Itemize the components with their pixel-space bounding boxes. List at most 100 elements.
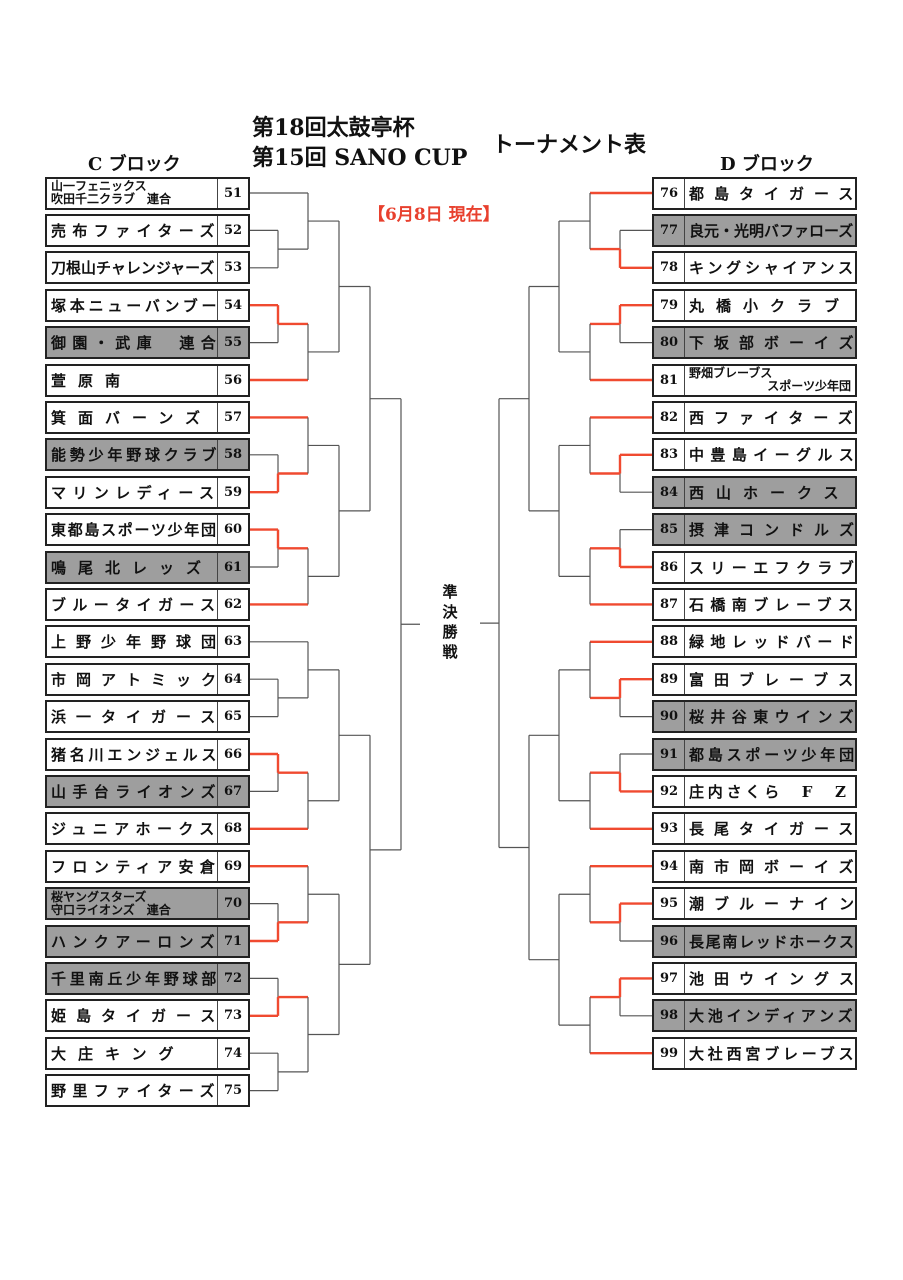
- team-name: 野里ファイターズ: [51, 1082, 217, 1101]
- team-name: 丸橋小クラブ: [689, 296, 852, 315]
- team-name: 御園・武庫 連合: [51, 334, 217, 353]
- team-number: 58: [217, 440, 248, 470]
- team-name-line: スポーツ少年団: [767, 379, 851, 393]
- team-name: ジュニアホークス: [51, 820, 217, 839]
- team-number: 52: [217, 215, 248, 245]
- team-number: 68: [217, 814, 248, 844]
- team-number: 64: [217, 664, 248, 694]
- team-number: 80: [654, 328, 685, 358]
- team-number: 79: [654, 290, 685, 320]
- team-name: 桜ヤングスターズ守口ライオンズ 連合: [47, 889, 217, 918]
- team-name: 上野少年野球団: [51, 633, 217, 652]
- team-name: 都島タイガース: [689, 184, 855, 203]
- team-name: 東都島スポーツ少年団: [51, 521, 217, 540]
- team-number: 89: [654, 664, 685, 694]
- team-name-line: 守口ライオンズ 連合: [51, 902, 171, 917]
- team-name: 庄内さくら F Z: [689, 782, 850, 801]
- team-name: 摂津コンドルズ: [689, 521, 855, 540]
- team-name: 山手台ライオンズ: [51, 782, 217, 801]
- team-number: 73: [217, 1001, 248, 1031]
- team-name: 塚本ニューバンブー: [51, 296, 217, 315]
- team-name: 能勢少年野球クラブ: [51, 446, 217, 465]
- team-name: 浜一タイガース: [51, 708, 217, 727]
- team-name: 都島スポーツ少年団: [689, 745, 855, 764]
- team-name: 野畑ブレーブススポーツ少年団: [685, 366, 855, 395]
- team-name: 猪名川エンジェルス: [51, 745, 217, 764]
- team-name-line: 桜ヤングスターズ: [51, 889, 147, 904]
- title-line-1: 第18回太鼓亭杯: [252, 115, 415, 141]
- team-name-line: 吹田千二クラブ 連合: [51, 192, 172, 206]
- team-number: 98: [654, 1001, 685, 1031]
- team-number: 56: [217, 365, 248, 395]
- team-name: 市岡アトミック: [51, 670, 217, 689]
- team-name-line: 山一フェニックス: [51, 179, 147, 193]
- team-number: 67: [217, 776, 248, 806]
- team-number: 66: [217, 739, 248, 769]
- team-number: 96: [654, 926, 685, 956]
- c-block-label: C ブロック: [88, 154, 181, 175]
- team-number: 51: [217, 178, 248, 208]
- team-number: 78: [654, 253, 685, 283]
- team-name: 南市岡ボーイズ: [689, 857, 855, 876]
- team-name: 長尾南レッドホークス: [689, 932, 855, 951]
- team-name: スリーエフクラブ: [689, 558, 855, 577]
- team-number: 83: [654, 440, 685, 470]
- team-name: 売布ファイターズ: [51, 221, 217, 240]
- team-name: キングシャイアンス: [689, 259, 855, 278]
- team-name: 富田ブレーブス: [689, 670, 855, 689]
- team-name: 中豊島イーグルス: [689, 446, 855, 465]
- team-number: 81: [654, 365, 685, 395]
- team-name-line: 野畑ブレーブス: [689, 366, 773, 380]
- team-name: ブルータイガース: [51, 595, 217, 614]
- team-name: ハンクアーロンズ: [51, 932, 217, 951]
- team-number: 90: [654, 702, 685, 732]
- team-number: 87: [654, 589, 685, 619]
- team-number: 95: [654, 889, 685, 919]
- team-number: 61: [217, 552, 248, 582]
- team-name: マリンレディース: [51, 483, 217, 502]
- team-name: 西ファイターズ: [689, 408, 855, 427]
- team-number: 59: [217, 477, 248, 507]
- team-name: 池田ウイングス: [689, 969, 855, 988]
- team-name: 良元・光明バファローズ: [689, 221, 854, 240]
- team-number: 70: [217, 889, 248, 919]
- team-name: 下坂部ボーイズ: [689, 334, 855, 353]
- document-subtitle: トーナメント表: [492, 132, 647, 158]
- team-number: 84: [654, 477, 685, 507]
- team-number: 82: [654, 402, 685, 432]
- d-block-label: D ブロック: [720, 154, 814, 175]
